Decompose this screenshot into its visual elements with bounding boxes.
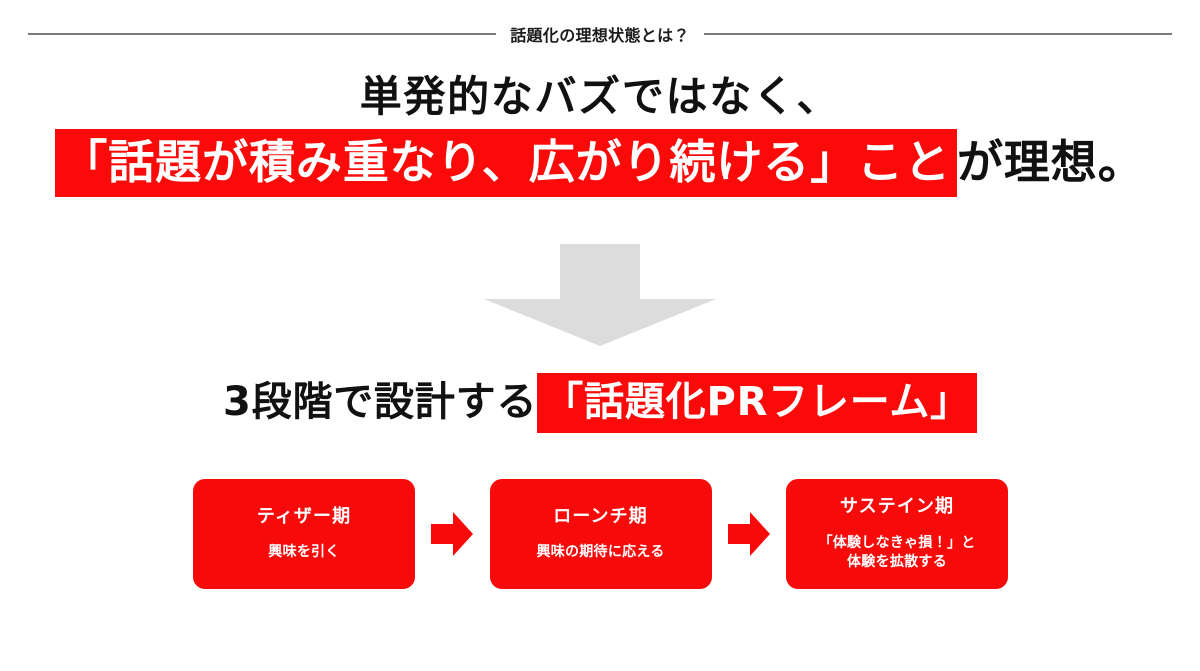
arrow-right-icon xyxy=(727,512,770,556)
stage-description: 「体験しなきゃ損！」と 体験を拡散する xyxy=(818,534,975,572)
stage-description: 興味の期待に応える xyxy=(536,543,664,562)
stage-card-sustain[interactable]: サステイン期 「体験しなきゃ損！」と 体験を拡散する xyxy=(786,479,1008,589)
stage-card-launch[interactable]: ローンチ期 興味の期待に応える xyxy=(489,479,712,589)
subheadline-prefix: 3段階で設計する xyxy=(223,379,538,425)
subheadline-highlight: 「話題化PRフレーム」 xyxy=(537,373,977,433)
stage-card-teaser[interactable]: ティザー期 興味を引く xyxy=(193,479,415,589)
stage-title: ローンチ期 xyxy=(553,505,648,527)
stage-description: 興味を引く xyxy=(268,543,339,562)
headline-line-1: 単発的なバズではなく、 xyxy=(359,72,841,121)
arrow-right-icon xyxy=(431,512,474,556)
stage-description-line-1: 「体験しなきゃ損！」と xyxy=(818,534,976,551)
stage-description-line-1: 興味の期待に応える xyxy=(536,544,665,561)
subheadline: 3段階で設計する「話題化PRフレーム」 xyxy=(0,373,1200,433)
header-rule-left xyxy=(28,33,497,35)
headline-line-2: 「話題が積み重なり、広がり続ける」ことが理想。 xyxy=(0,128,1200,197)
stage-title: サステイン期 xyxy=(839,496,955,518)
stage-description-line-1: 興味を引く xyxy=(268,544,340,561)
section-header-title: 話題化の理想状態とは？ xyxy=(510,26,690,45)
headline-tail: が理想。 xyxy=(956,134,1145,189)
stage-flow: ティザー期 興味を引く ローンチ期 興味の期待に応える サステイン期 「体験しな… xyxy=(193,478,1008,590)
stage-title: ティザー期 xyxy=(256,505,352,527)
arrow-down-icon xyxy=(484,244,716,346)
stage-description-line-2: 体験を拡散する xyxy=(847,553,947,570)
flow-arrow-1-container xyxy=(415,512,490,556)
headline-highlight: 「話題が積み重なり、広がり続ける」こと xyxy=(55,128,957,197)
headline-block: 単発的なバズではなく、 「話題が積み重なり、広がり続ける」ことが理想。 xyxy=(0,72,1200,197)
header-rule-right xyxy=(703,33,1172,35)
arrow-down-container xyxy=(0,244,1200,346)
flow-arrow-2-container xyxy=(712,512,787,556)
section-header: 話題化の理想状態とは？ xyxy=(28,20,1172,48)
